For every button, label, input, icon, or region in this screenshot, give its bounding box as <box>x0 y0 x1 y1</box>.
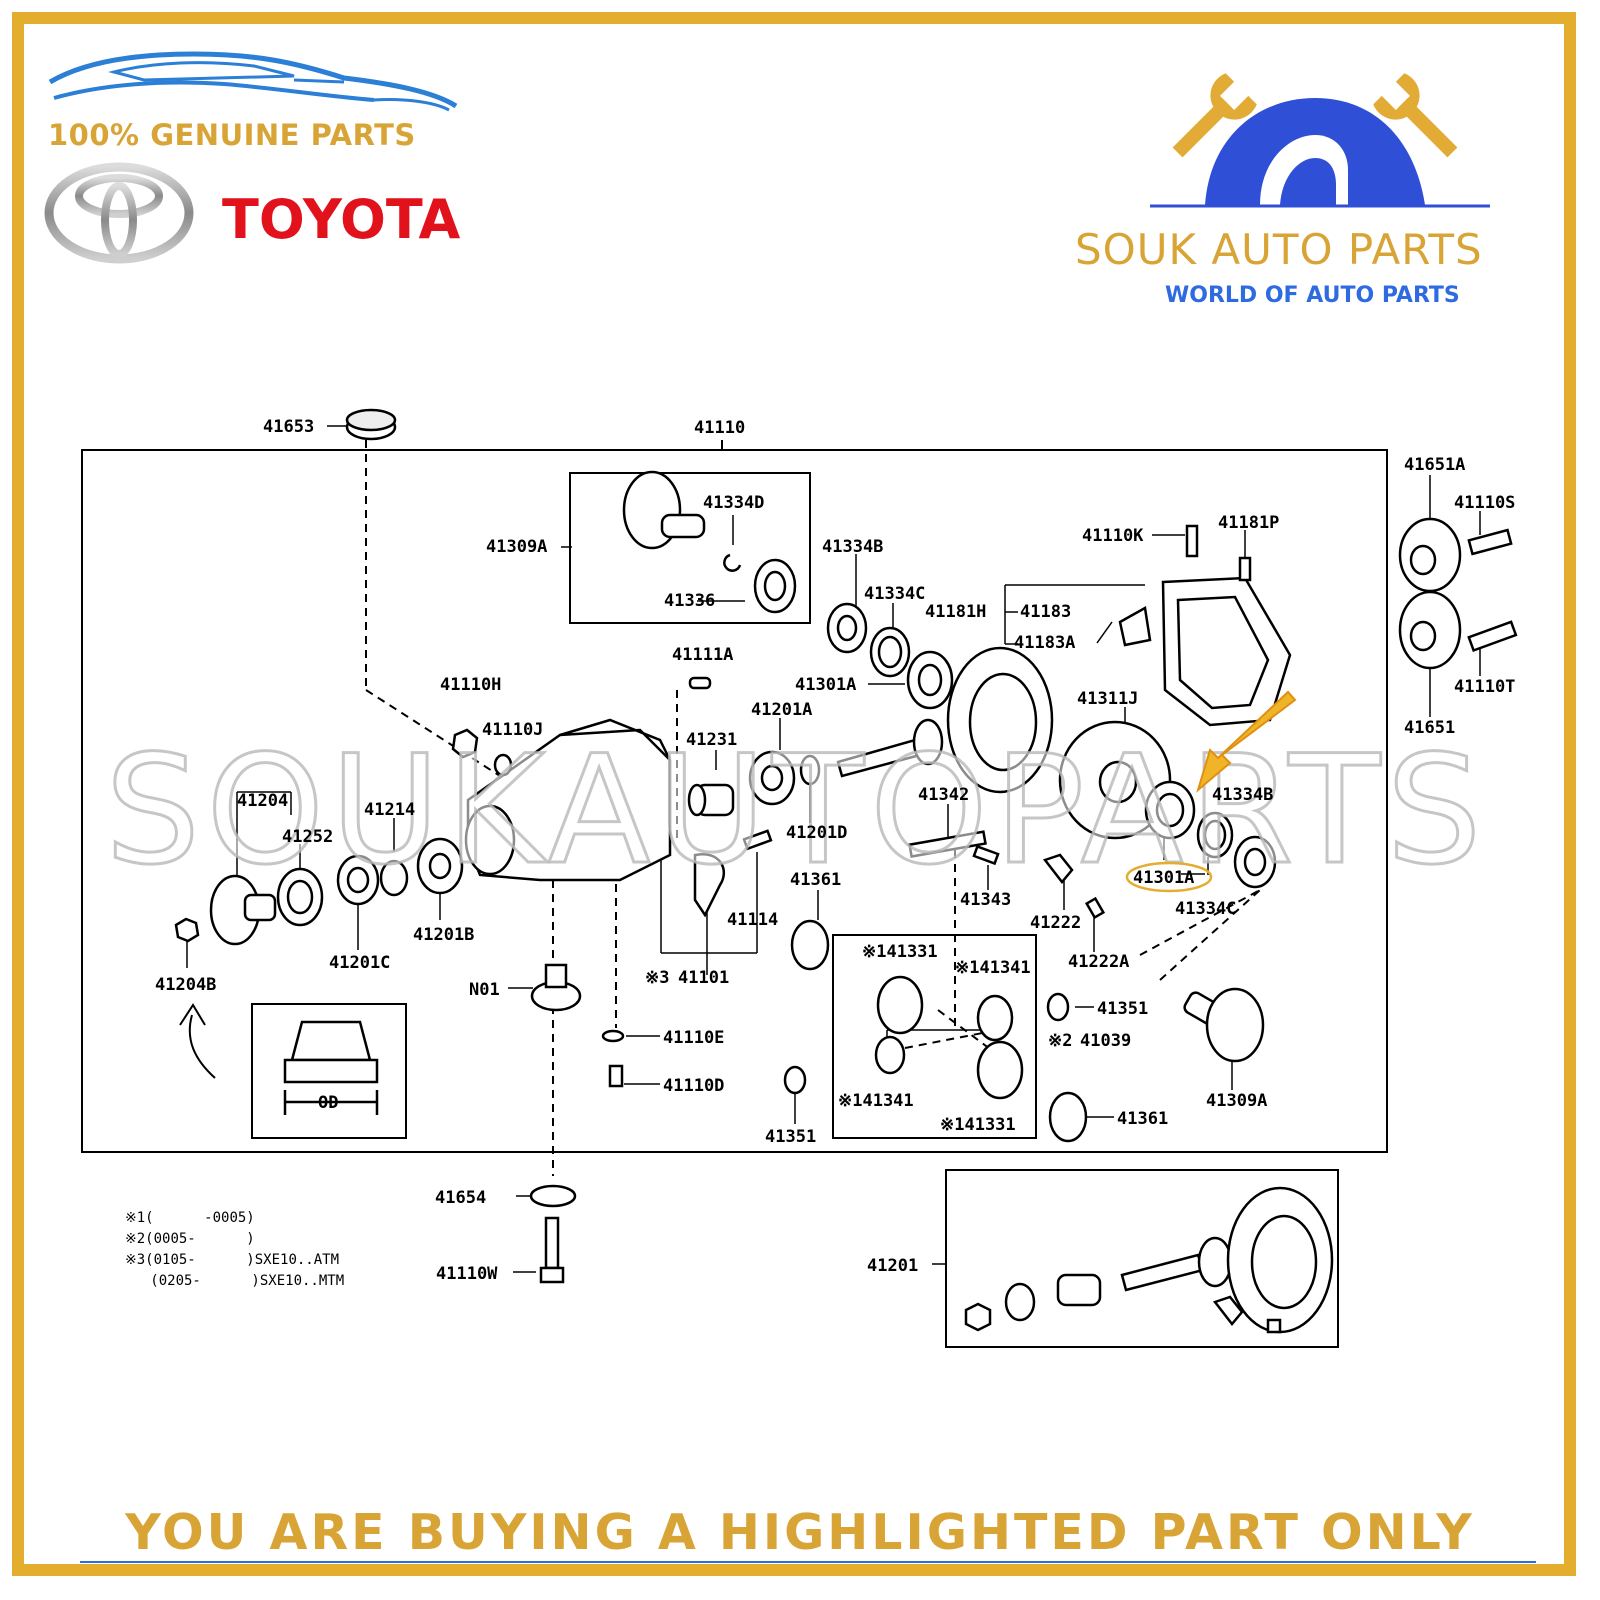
nut-detail-box <box>251 1003 407 1139</box>
part-label: 41110E <box>663 1028 724 1048</box>
part-label: 41222 <box>1030 913 1081 933</box>
part-label: 41114 <box>727 910 778 930</box>
part-label: 41204 <box>237 791 288 811</box>
page-frame <box>12 12 1576 1576</box>
genuine-parts-text: 100% GENUINE PARTS <box>48 118 416 152</box>
part-label: 41110 <box>694 418 745 438</box>
part-label: 41351 <box>765 1127 816 1147</box>
part-label: 41101 <box>678 968 729 988</box>
part-label: 41110T <box>1454 677 1515 697</box>
part-label: 41334D <box>703 493 764 513</box>
part-label: 41351 <box>1097 999 1148 1019</box>
part-label: 41111A <box>672 645 733 665</box>
highlighted-part-notice: YOU ARE BUYING A HIGHLIGHTED PART ONLY <box>125 1504 1475 1561</box>
nut-detail-icon <box>283 1020 379 1115</box>
note-line: ※2(0005- ) <box>125 1231 255 1247</box>
part-label: 41181P <box>1218 513 1279 533</box>
part-label: 41654 <box>435 1188 486 1208</box>
part-label: 41334B <box>1212 785 1273 805</box>
toyota-brand-text: TOYOTA <box>222 188 461 251</box>
part-label: 41334B <box>822 537 883 557</box>
part-label: 41309A <box>486 537 547 557</box>
note-line: ※3(0105- )SXE10..ATM <box>125 1252 339 1268</box>
part-label: 41651 <box>1404 718 1455 738</box>
part-label: 41361 <box>790 870 841 890</box>
part-label: 41301A <box>795 675 856 695</box>
part-label: N01 <box>469 980 500 1000</box>
part-mark: ※3 <box>645 968 669 988</box>
curved-arrow-icon <box>188 1014 216 1079</box>
part-label: 41252 <box>282 827 333 847</box>
car-logo-icon <box>48 51 458 112</box>
part-label: 41201 <box>867 1256 918 1276</box>
part-label: 41110S <box>1454 493 1515 513</box>
part-label: 41110J <box>482 720 543 740</box>
part-label: 41309A <box>1206 1091 1267 1111</box>
part-label: 41334C <box>1175 899 1236 919</box>
watermark-text: SOUKAUTOPARTS <box>105 724 1488 898</box>
part-label: 41342 <box>918 785 969 805</box>
note-line: (0205- )SXE10..MTM <box>125 1273 344 1289</box>
part-label: 41181H <box>925 602 986 622</box>
part-label highlighted-part-label: 41301A <box>1133 868 1194 888</box>
companion-flange-box <box>569 472 811 624</box>
part-label: 41653 <box>263 417 314 437</box>
part-label: ※141341 <box>955 958 1031 978</box>
part-label: 41201C <box>329 953 390 973</box>
part-label: 41651A <box>1404 455 1465 475</box>
part-label: 41204B <box>155 975 216 995</box>
part-label: 41222A <box>1068 952 1129 972</box>
part-label: 41214 <box>364 800 415 820</box>
part-mark: ※2 <box>1048 1031 1072 1051</box>
part-label: 41361 <box>1117 1109 1168 1129</box>
part-label: 41110W <box>436 1264 498 1284</box>
part-label: 41110H <box>440 675 501 695</box>
part-label: ※141331 <box>862 942 938 962</box>
part-label: 41183 <box>1020 602 1071 622</box>
highlight-arrow-icon <box>1196 690 1297 793</box>
differential-gears-box <box>832 934 1037 1139</box>
part-label: 41336 <box>664 591 715 611</box>
highlight-ring <box>1125 861 1213 893</box>
od-label: OD <box>318 1093 338 1113</box>
part-label: ※141331 <box>940 1115 1016 1135</box>
souk-logo-icon <box>1150 73 1490 208</box>
toyota-emblem-icon <box>44 162 194 264</box>
ring-pinion-kit-box <box>945 1169 1339 1348</box>
footer-divider <box>80 1561 1536 1563</box>
part-label: 41039 <box>1080 1031 1131 1051</box>
main-assembly-frame <box>81 449 1388 1153</box>
part-label: 41231 <box>686 730 737 750</box>
part-label: 41183A <box>1014 633 1075 653</box>
note-line: ※1( -0005) <box>125 1210 255 1226</box>
part-label: 41334C <box>864 584 925 604</box>
part-label: 41110D <box>663 1076 724 1096</box>
seller-name: SOUK AUTO PARTS <box>1075 225 1483 274</box>
part-label: ※141341 <box>838 1091 914 1111</box>
part-label: 41201D <box>786 823 847 843</box>
part-label: 41201B <box>413 925 474 945</box>
seller-tagline: WORLD OF AUTO PARTS <box>1165 283 1460 308</box>
part-label: 41311J <box>1077 689 1138 709</box>
part-label: 41110K <box>1082 526 1144 546</box>
part-label: 41343 <box>960 890 1011 910</box>
part-label: 41201A <box>751 700 812 720</box>
